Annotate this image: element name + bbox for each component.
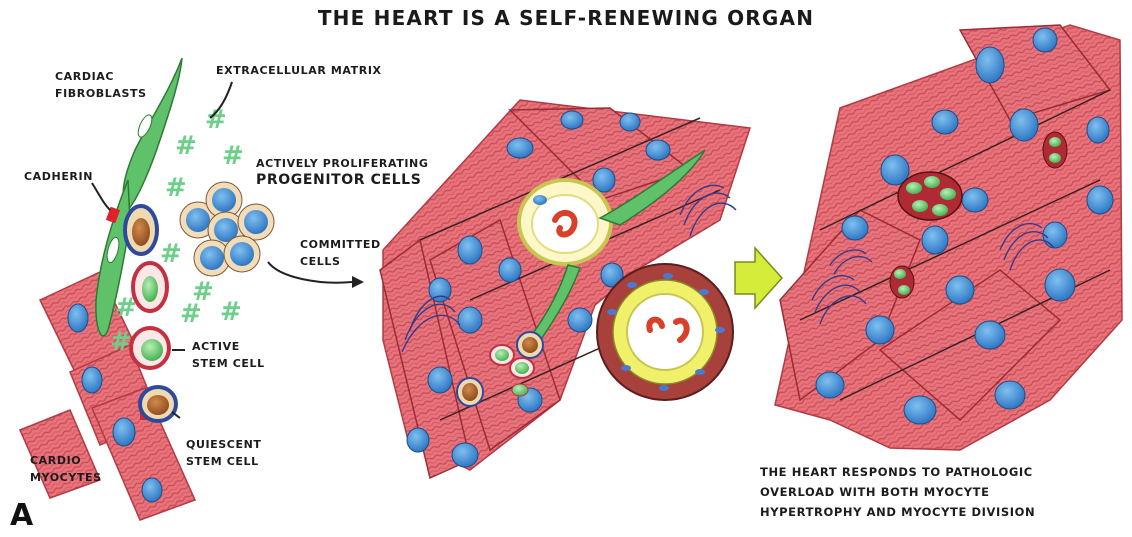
svg-text:#: # xyxy=(205,105,227,135)
capillary xyxy=(519,180,611,264)
active-stem-cell xyxy=(131,328,169,368)
label-cardio-myocytes: CARDIO MYOCYTES xyxy=(30,452,102,486)
svg-text:#: # xyxy=(220,297,242,327)
svg-text:#: # xyxy=(175,131,197,161)
progenitor-cluster xyxy=(180,182,274,276)
label-quiescent-stem-cell: QUIESCENT STEM CELL xyxy=(186,436,262,470)
right-panel xyxy=(775,25,1122,450)
label-cadherin: CADHERIN xyxy=(24,168,93,185)
stem-cell xyxy=(125,206,157,254)
figure-title: THE HEART IS A SELF-RENEWING ORGAN xyxy=(0,6,1132,30)
svg-text:#: # xyxy=(222,141,244,171)
middle-panel xyxy=(380,100,750,478)
svg-text:#: # xyxy=(110,327,132,357)
arteriole xyxy=(597,264,733,400)
svg-text:#: # xyxy=(165,173,187,203)
svg-text:#: # xyxy=(160,239,182,269)
panel-letter: A xyxy=(10,498,33,533)
figure-caption: THE HEART RESPONDS TO PATHOLOGIC OVERLOA… xyxy=(760,462,1035,522)
transition-arrow xyxy=(735,248,782,308)
quiescent-stem-cell xyxy=(140,387,176,421)
stem-cell xyxy=(133,263,167,311)
label-cardiac-fibroblasts: CARDIAC FIBROBLASTS xyxy=(55,68,147,102)
svg-text:#: # xyxy=(180,299,202,329)
label-extracellular-matrix: EXTRACELLULAR MATRIX xyxy=(216,62,382,79)
label-active-stem-cell: ACTIVE STEM CELL xyxy=(192,338,265,372)
label-progenitor-cells: ACTIVELY PROLIFERATING PROGENITOR CELLS xyxy=(256,155,428,189)
label-committed-cells: COMMITTED CELLS xyxy=(300,236,381,270)
